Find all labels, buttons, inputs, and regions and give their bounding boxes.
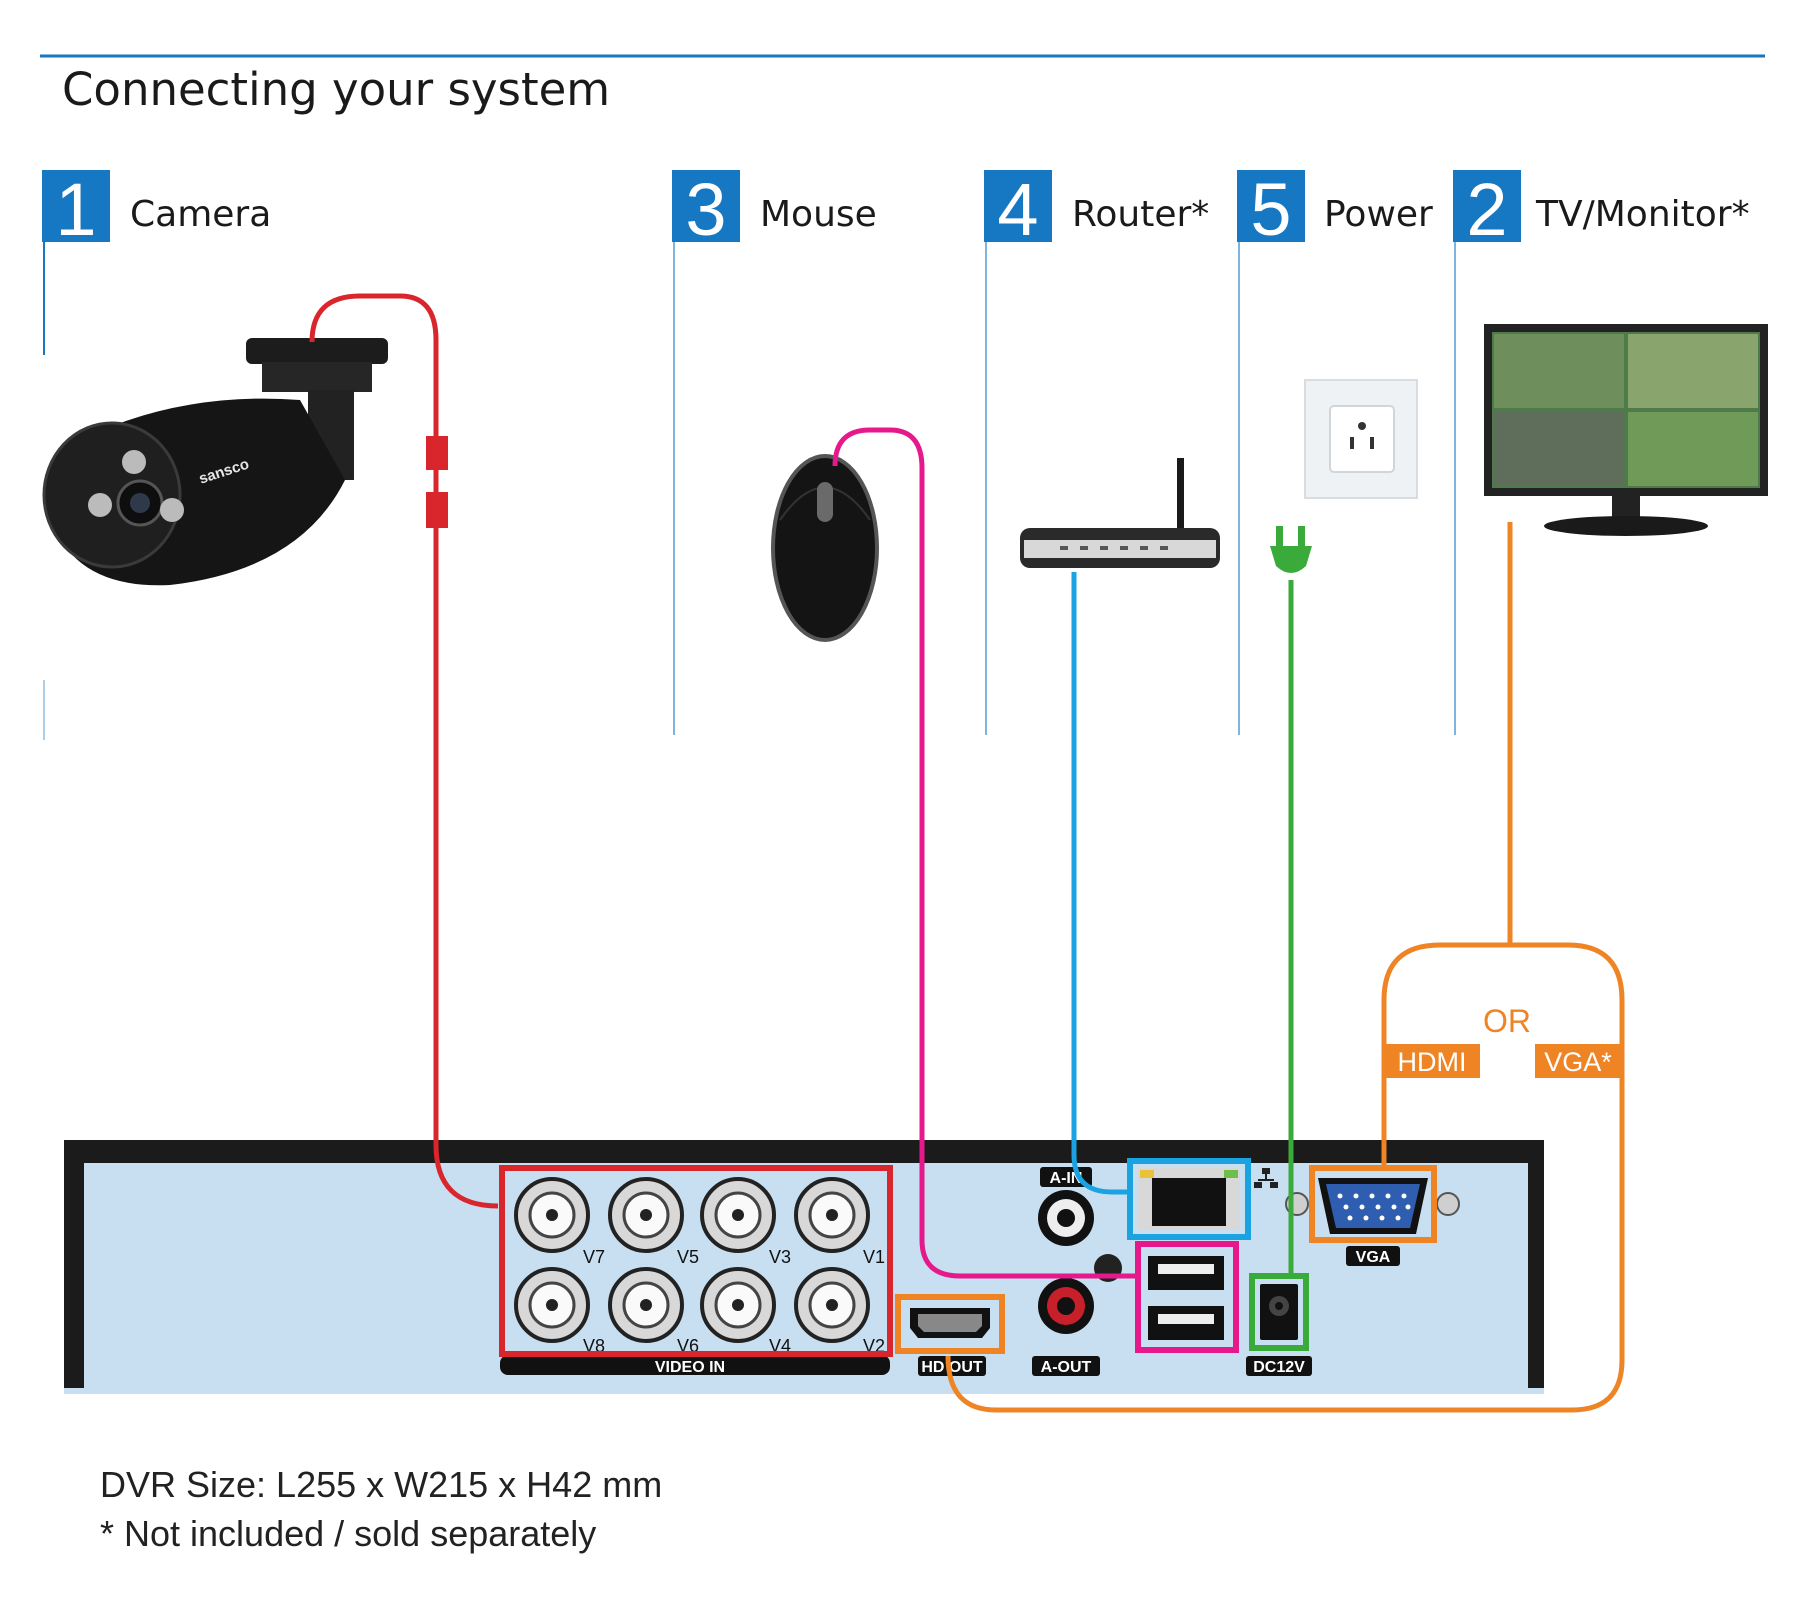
step-label-mouse: Mouse <box>760 194 877 235</box>
vga-label: VGA <box>1356 1249 1391 1266</box>
wall-outlet-image <box>1304 379 1418 499</box>
step-number: 5 <box>1250 168 1291 251</box>
step-label-power: Power <box>1324 194 1433 235</box>
router-cable <box>1071 572 1130 1195</box>
mouse-image <box>771 454 879 642</box>
video-in-label: VIDEO IN <box>655 1359 725 1376</box>
vga-option-label: VGA* <box>1544 1047 1612 1077</box>
bnc-label: V3 <box>769 1247 791 1267</box>
hdmi-highlight <box>895 1294 1005 1354</box>
dc12v-label: DC12V <box>1253 1359 1305 1376</box>
or-label: OR <box>1483 1003 1531 1039</box>
step-camera: 1 Camera <box>42 168 271 740</box>
dc12v-port[interactable] <box>1260 1284 1298 1340</box>
step-label-router: Router* <box>1072 194 1209 235</box>
bnc-label: V7 <box>583 1247 605 1267</box>
step-router: 4 Router* <box>984 168 1209 735</box>
bnc-port-v1[interactable] <box>794 1177 870 1253</box>
step-badge <box>672 170 740 242</box>
step-power: 5 Power <box>1237 168 1433 735</box>
step-badge <box>984 170 1052 242</box>
lan-highlight <box>1127 1158 1251 1240</box>
step-number: 1 <box>55 168 96 251</box>
step-monitor: 2 TV/Monitor* <box>1453 168 1750 735</box>
video-in-highlight <box>499 1165 893 1357</box>
bnc-label: V5 <box>677 1247 699 1267</box>
dc12v-label-tag <box>1246 1356 1312 1376</box>
bnc-port-v4[interactable] <box>700 1267 776 1343</box>
vga-option-tag <box>1535 1044 1621 1078</box>
a-out-label: A-OUT <box>1041 1359 1092 1376</box>
audio-in-port[interactable] <box>1038 1190 1094 1246</box>
camera-cable <box>309 293 499 1209</box>
bnc-port-v2[interactable] <box>794 1267 870 1343</box>
step-label-monitor: TV/Monitor* <box>1535 194 1750 235</box>
dc12v-highlight <box>1249 1273 1309 1351</box>
usb-port-1[interactable] <box>1148 1256 1224 1290</box>
step-badge <box>1237 170 1305 242</box>
step-mouse: 3 Mouse <box>672 168 877 735</box>
mouse-cable <box>832 427 1136 1279</box>
antenna-icon <box>1177 458 1184 536</box>
bnc-port-v3[interactable] <box>700 1177 776 1253</box>
bnc-port-v7[interactable] <box>514 1177 590 1253</box>
lan-port[interactable] <box>1138 1168 1240 1230</box>
dvr-size-note: DVR Size: L255 x W215 x H42 mm <box>100 1464 662 1505</box>
monitor-image <box>1484 324 1768 536</box>
camera-image: sansco <box>42 338 388 586</box>
usb-highlight <box>1135 1241 1239 1353</box>
bnc-port-v5[interactable] <box>608 1177 684 1253</box>
vga-label-tag <box>1346 1246 1400 1266</box>
step-number: 2 <box>1466 168 1507 251</box>
hdmi-option-tag <box>1385 1044 1480 1078</box>
page-title: Connecting your system <box>62 63 610 116</box>
power-plug-icon <box>1270 526 1312 573</box>
hdmi-option-label: HDMI <box>1398 1047 1467 1077</box>
cable-connector <box>426 436 448 470</box>
bnc-port-v8[interactable] <box>514 1267 590 1343</box>
router-image <box>1020 458 1220 568</box>
bnc-connector-group: V7 V5 V3 V1 V8 V6 V4 V2 <box>514 1177 885 1356</box>
step-badge <box>1453 170 1521 242</box>
audio-out-port[interactable] <box>1038 1278 1094 1334</box>
network-icon <box>1254 1168 1278 1188</box>
bnc-label: V1 <box>863 1247 885 1267</box>
vga-highlight <box>1309 1165 1437 1243</box>
step-label-camera: Camera <box>130 194 271 235</box>
a-out-label-tag <box>1032 1356 1100 1376</box>
cable-connector <box>426 492 448 528</box>
scroll-wheel-icon <box>817 482 833 522</box>
step-badge <box>42 170 110 242</box>
monitor-cable <box>945 522 1625 1413</box>
vga-port[interactable] <box>1285 1178 1460 1234</box>
hdmi-out-label-tag <box>918 1356 986 1376</box>
a-in-label: A-IN <box>1050 1170 1083 1187</box>
step-number: 3 <box>685 168 726 251</box>
hdmi-out-port[interactable] <box>910 1308 990 1338</box>
hdmi-out-label: HD OUT <box>921 1359 983 1376</box>
step-number: 4 <box>997 168 1038 251</box>
sold-separately-note: * Not included / sold separately <box>100 1513 596 1554</box>
bnc-port-v6[interactable] <box>608 1267 684 1343</box>
usb-port-2[interactable] <box>1148 1306 1224 1340</box>
